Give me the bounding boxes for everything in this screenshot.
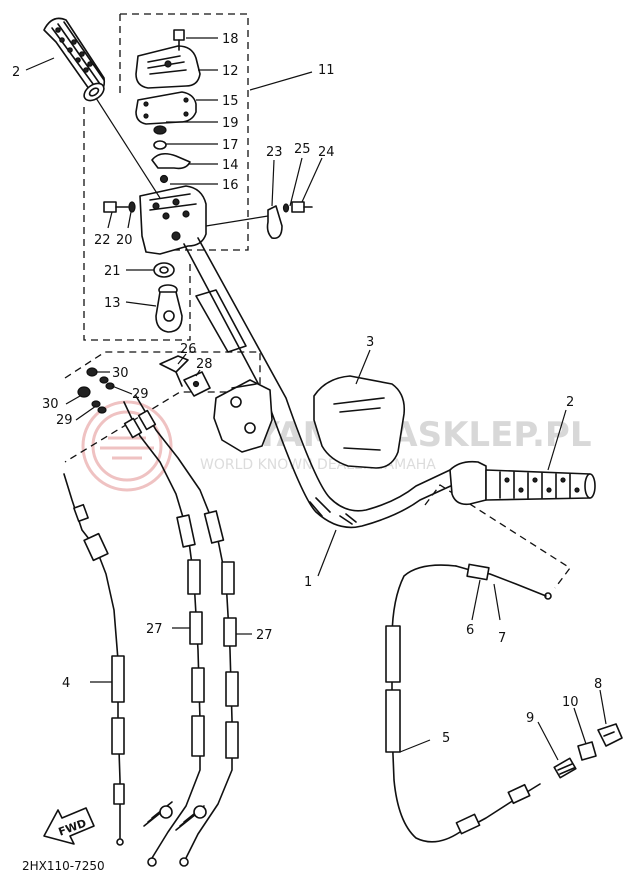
- sleeve-10: [577, 741, 597, 761]
- callout-2-left: 2: [12, 65, 20, 80]
- throttle-housing-cover: [313, 375, 406, 469]
- callout-10: 10: [562, 695, 579, 710]
- handlebar: [183, 237, 456, 529]
- callout-14: 14: [222, 158, 239, 173]
- callout-18: 18: [222, 32, 239, 47]
- washer-20: [128, 201, 136, 213]
- watermark: YAMAHASKLEP.PL WORLD KNOWN DEALER YAMAHA: [81, 400, 592, 492]
- lever-8: [597, 723, 623, 747]
- callout-27-left: 27: [146, 622, 163, 637]
- switch-gasket: [135, 91, 197, 125]
- callout-13: 13: [104, 296, 121, 311]
- watermark-title: YAMAHASKLEP.PL: [254, 415, 592, 455]
- callout-21: 21: [104, 264, 121, 279]
- small-parts-stack: [151, 125, 191, 184]
- callout-15: 15: [222, 94, 239, 109]
- callout-20: 20: [116, 233, 133, 248]
- callout-4: 4: [62, 676, 70, 691]
- callout-6: 6: [466, 623, 474, 638]
- callout-12: 12: [222, 64, 239, 79]
- cable-27-inner: [123, 401, 205, 867]
- collar-21: [153, 262, 175, 278]
- callout-8: 8: [594, 677, 602, 692]
- callout-28: 28: [196, 357, 213, 372]
- screw-24-washer-25: [282, 201, 313, 213]
- watermark-logo: [81, 400, 173, 492]
- screw-22: [103, 201, 129, 213]
- choke-lever-23: [266, 205, 283, 240]
- throttle-housing-lower: [213, 379, 273, 453]
- callout-16: 16: [222, 178, 239, 193]
- right-grip: [449, 460, 596, 506]
- switch-screw-18: [173, 29, 185, 51]
- callout-1: 1: [304, 575, 312, 590]
- callout-27-right: 27: [256, 628, 273, 643]
- holder-13: [155, 284, 183, 333]
- callout-22: 22: [94, 233, 111, 248]
- grouping-box-switch-assembly: [83, 13, 249, 341]
- callout-26: 26: [180, 342, 197, 357]
- cable-guide-28: [159, 355, 211, 397]
- callout-9: 9: [526, 711, 534, 726]
- callout-24: 24: [318, 145, 335, 160]
- callout-19: 19: [222, 116, 239, 131]
- drawing-code: 2HX110-7250: [22, 859, 105, 873]
- fittings-29-30: [77, 367, 115, 414]
- callouts: 2 18 12 11 15 19 17 14 16 23 25 24 22 20…: [12, 32, 602, 746]
- callout-30-right: 30: [112, 366, 129, 381]
- callout-25: 25: [294, 142, 311, 157]
- left-grip: [43, 17, 106, 102]
- left-switch-housing: [139, 185, 207, 255]
- callout-3: 3: [366, 335, 374, 350]
- callout-17: 17: [222, 138, 239, 153]
- callout-2-right: 2: [566, 395, 574, 410]
- callout-30-left: 30: [42, 397, 59, 412]
- watermark-subtitle: WORLD KNOWN DEALER YAMAHA: [200, 457, 436, 473]
- adjuster-9: [553, 757, 577, 779]
- callout-7: 7: [498, 631, 506, 646]
- callout-11: 11: [318, 63, 335, 78]
- callout-29-right: 29: [132, 387, 149, 402]
- callout-23: 23: [266, 145, 283, 160]
- callout-29-left: 29: [56, 413, 73, 428]
- cable-5: [385, 563, 552, 843]
- switch-cover-plate: [135, 45, 201, 89]
- callout-5: 5: [442, 731, 450, 746]
- leader-lines: [25, 37, 607, 761]
- grouping-box-cables: [64, 351, 261, 463]
- cable-27-outer: [135, 395, 239, 867]
- fwd-arrow: FWD: [43, 807, 95, 845]
- cable-4: [63, 473, 125, 846]
